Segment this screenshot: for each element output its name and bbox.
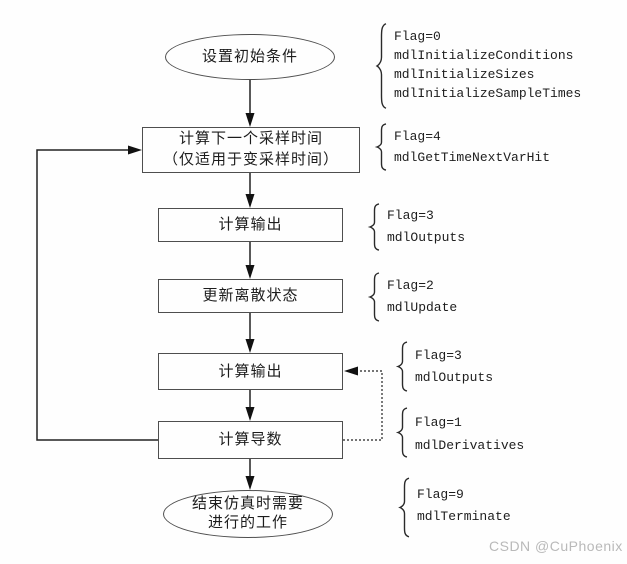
annotation-line: Flag=0 <box>394 29 441 44</box>
brace-icon <box>374 123 388 171</box>
brace-icon <box>397 477 411 538</box>
feedback-loop-line <box>36 149 158 441</box>
node-terminate-ellipse: 结束仿真时需要 进行的工作 <box>163 490 333 538</box>
node-next-sample-time: 计算下一个采样时间 （仅适用于变采样时间） <box>142 127 360 173</box>
annotation-line: Flag=1 <box>415 415 462 430</box>
node-update-discrete-states: 更新离散状态 <box>158 279 343 313</box>
node-label-line2: 进行的工作 <box>207 515 288 531</box>
annotation-group-derivatives: Flag=1 mdlDerivatives <box>395 407 524 458</box>
annotation-line: mdlGetTimeNextVarHit <box>394 150 551 165</box>
node-derivatives: 计算导数 <box>158 421 343 459</box>
node-outputs-1: 计算输出 <box>158 208 343 242</box>
annotation-line: mdlOutputs <box>415 370 494 385</box>
annotation-line: mdlDerivatives <box>415 438 525 453</box>
annotation-line: Flag=3 <box>387 208 434 223</box>
annotation-line: mdlOutputs <box>387 230 466 245</box>
node-label: 计算输出 <box>218 363 283 380</box>
annotation-group-update: Flag=2 mdlUpdate <box>367 272 457 322</box>
node-label: 计算导数 <box>218 432 283 448</box>
node-label-line1: 结束仿真时需要 <box>191 496 304 512</box>
annotation-line: Flag=9 <box>417 487 464 502</box>
arrowhead-down-icon <box>245 113 255 127</box>
brace-icon <box>367 272 381 322</box>
annotation-group-next-sample: Flag=4 mdlGetTimeNextVarHit <box>374 123 550 171</box>
arrowhead-left-icon <box>344 366 358 376</box>
dotted-loop-line <box>343 370 383 441</box>
annotation-group-terminate: Flag=9 mdlTerminate <box>397 477 511 538</box>
annotation-line: Flag=4 <box>394 129 441 144</box>
annotation-group-outputs-2: Flag=3 mdlOutputs <box>395 341 493 392</box>
annotation-line: mdlTerminate <box>417 509 511 524</box>
brace-icon <box>367 203 381 251</box>
watermark: CSDN @CuPhoenix <box>489 538 623 554</box>
arrowhead-down-icon <box>245 194 255 208</box>
annotation-line: mdlInitializeSampleTimes <box>394 86 582 101</box>
annotation-line: mdlUpdate <box>387 300 458 315</box>
node-label: 计算输出 <box>218 217 283 233</box>
node-label-line2: （仅适用于变采样时间） <box>162 152 339 168</box>
node-outputs-2: 计算输出 <box>158 353 343 390</box>
arrowhead-down-icon <box>245 476 255 490</box>
brace-icon <box>395 341 409 392</box>
annotation-group-outputs-1: Flag=3 mdlOutputs <box>367 203 465 251</box>
arrowhead-right-icon <box>128 145 142 155</box>
arrowhead-down-icon <box>245 407 255 421</box>
brace-icon <box>395 407 409 458</box>
arrowhead-down-icon <box>245 339 255 353</box>
node-label: 设置初始条件 <box>201 49 298 65</box>
arrowhead-down-icon <box>245 265 255 279</box>
brace-icon <box>374 22 388 110</box>
annotation-line: mdlInitializeConditions <box>394 48 574 63</box>
node-label: 更新离散状态 <box>202 288 299 304</box>
node-start-ellipse: 设置初始条件 <box>165 34 335 80</box>
annotation-line: mdlInitializeSizes <box>394 67 535 82</box>
annotation-line: Flag=3 <box>415 348 462 363</box>
annotation-group-initialize: Flag=0 mdlInitializeConditions mdlInitia… <box>374 22 581 110</box>
node-label-line1: 计算下一个采样时间 <box>178 131 323 147</box>
annotation-line: Flag=2 <box>387 278 434 293</box>
